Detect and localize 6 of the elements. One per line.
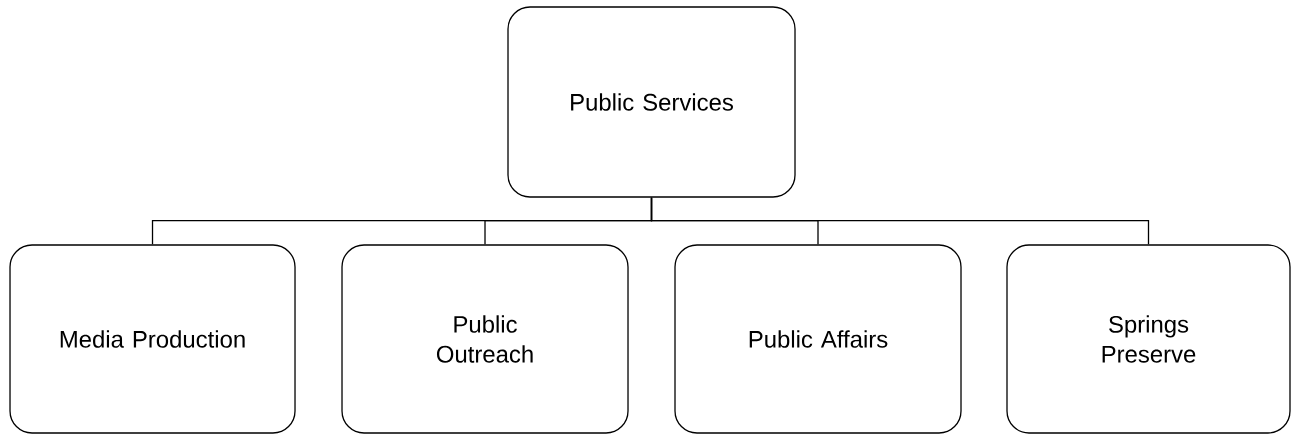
connector-line bbox=[650, 197, 1150, 245]
org-box: Public Services bbox=[507, 6, 796, 198]
org-box: Springs Preserve bbox=[1006, 244, 1291, 434]
org-box: Public Affairs bbox=[674, 244, 962, 434]
org-box: Public Outreach bbox=[341, 244, 629, 434]
org-box: Media Production bbox=[9, 244, 296, 434]
